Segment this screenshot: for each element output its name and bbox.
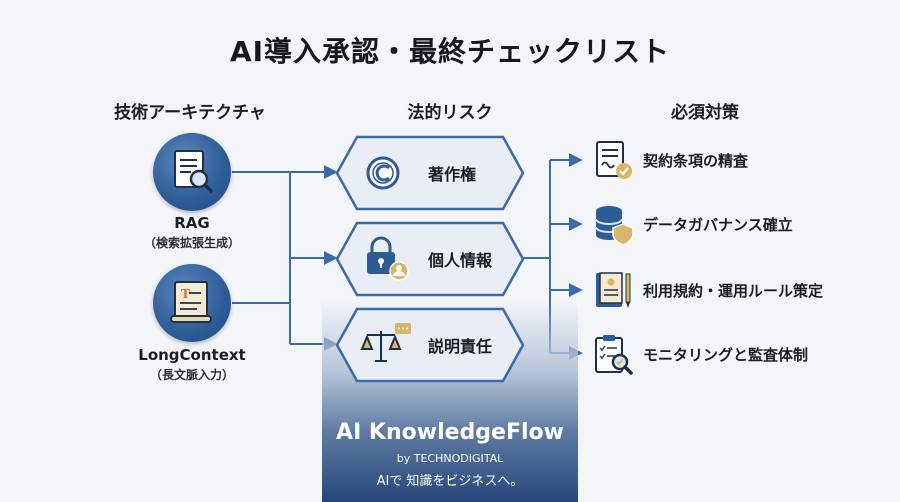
- risk-label-accountability: 説明責任: [428, 337, 493, 356]
- longcontext-label: LongContext: [138, 346, 246, 364]
- risk-box-accountability: [335, 307, 525, 383]
- risk-box-copyright: [335, 135, 525, 211]
- risk-box-privacy: [335, 221, 525, 297]
- measure-label-governance: データガバナンス確立: [643, 216, 793, 234]
- measure-label-rules: 利用規約・運用ルール策定: [643, 282, 824, 300]
- risk-label-copyright: 著作権: [428, 165, 477, 184]
- column-header-measures: 必須対策: [671, 103, 739, 123]
- database-shield-icon: [595, 206, 634, 246]
- document-search-icon: [174, 150, 213, 193]
- brand-name: AI KnowledgeFlow: [336, 420, 564, 445]
- scales-icon: [360, 323, 411, 362]
- clipboard-search-icon: [595, 335, 633, 375]
- rag-circle: [153, 133, 231, 211]
- svg-text:T: T: [181, 287, 190, 301]
- measure-label-contract: 契約条項の精査: [643, 152, 749, 170]
- scroll-icon: T: [170, 281, 212, 323]
- column-header-risk: 法的リスク: [407, 103, 493, 123]
- longcontext-sublabel: （長文脈入力）: [149, 368, 234, 382]
- contract-check-icon: [596, 141, 632, 179]
- brand-byline: by TECHNODIGITAL: [396, 452, 504, 465]
- risk-label-privacy: 個人情報: [428, 251, 493, 270]
- column-header-architecture: 技術アーキテクチャ: [114, 103, 266, 123]
- rag-sublabel: （検索拡張生成）: [143, 236, 240, 250]
- copyright-icon: [366, 156, 400, 190]
- rulebook-icon: [596, 272, 631, 308]
- brand-tagline: AIで 知識をビジネスへ。: [376, 474, 524, 489]
- longcontext-circle: T: [153, 264, 231, 342]
- page-title: AI導入承認・最終チェックリスト: [229, 35, 671, 68]
- measure-label-monitoring: モニタリングと監査体制: [643, 346, 809, 364]
- lock-person-icon: [367, 236, 409, 281]
- rag-label: RAG: [174, 214, 210, 232]
